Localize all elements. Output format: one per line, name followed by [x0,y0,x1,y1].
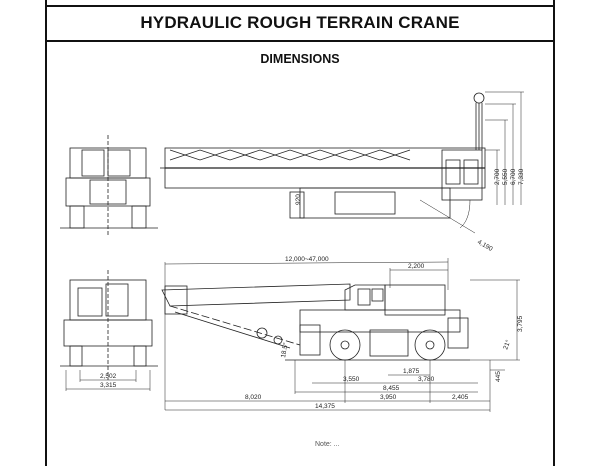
top-border [45,0,555,7]
tread-dim: 2,502 [100,373,117,380]
dim-1875: 1,875 [403,368,420,375]
page-frame [45,0,555,466]
height-dim-4: 7,330 [518,168,525,185]
approach-angle: 18.5° [279,342,290,359]
side-view [161,258,520,412]
dim-3950: 3,950 [380,394,397,401]
plan-view [160,91,524,234]
footer-note: Note: ... [315,441,340,448]
dim-3550: 3,550 [343,376,360,383]
width-dim: 3,315 [100,382,117,389]
dim-8020: 8,020 [245,394,262,401]
rear-view-top [60,135,158,235]
cab-offset-dim: 2,200 [408,263,425,270]
section-title: DIMENSIONS [260,52,340,66]
height-dim-2: 5,550 [502,168,509,185]
crane-drawing: 2,700 5,550 6,700 7,330 4,190 920 2,502 … [60,91,525,412]
boom-length-dim: 12,000~47,000 [285,256,329,263]
height-dim-3: 6,700 [510,168,517,185]
dim-3780: 3,780 [418,376,435,383]
tail-radius-dim: 4,190 [476,239,494,253]
height-dim-1: 2,700 [494,168,501,185]
small-dim: 920 [295,194,302,205]
title-bar: HYDRAULIC ROUGH TERRAIN CRANE [45,6,555,42]
page-title: HYDRAULIC ROUGH TERRAIN CRANE [140,13,460,32]
ground-clearance-dim: 445 [495,371,502,382]
departure-angle: 21° [501,338,512,350]
dim-8455: 8,455 [383,385,400,392]
front-view [60,270,158,391]
overall-length-dim: 14,375 [315,403,335,410]
dim-2405: 2,405 [452,394,469,401]
overall-height-dim: 3,795 [517,315,524,332]
